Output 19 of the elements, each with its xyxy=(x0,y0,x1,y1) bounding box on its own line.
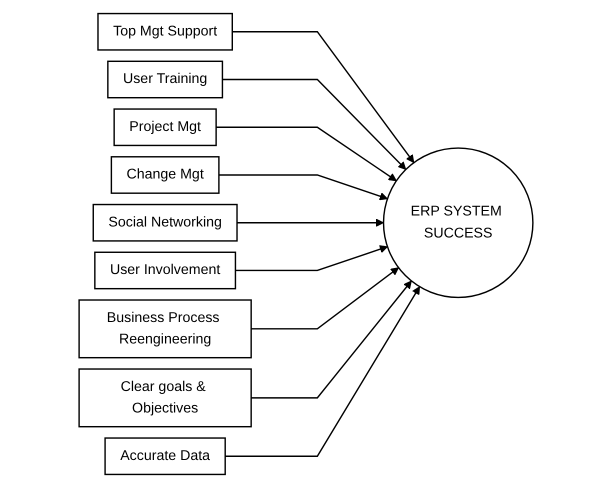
node-box: User Involvement xyxy=(94,252,236,290)
node-box: Accurate Data xyxy=(104,437,226,476)
arrow xyxy=(218,174,388,200)
arrow xyxy=(216,126,397,182)
node-box: Clear goals & Objectives xyxy=(78,368,252,428)
arrow xyxy=(222,78,406,170)
arrow xyxy=(225,286,420,457)
arrow xyxy=(251,280,412,399)
node-box: Top Mgt Support xyxy=(97,12,233,51)
node-box: Change Mgt xyxy=(110,156,220,194)
node-box: Project Mgt xyxy=(113,108,217,146)
arrow xyxy=(251,267,399,330)
arrow xyxy=(237,218,384,227)
node-box: Business Process Reengineering xyxy=(78,299,252,358)
arrow xyxy=(235,245,388,272)
arrow xyxy=(232,31,414,163)
node-circle: ERP SYSTEM SUCCESS xyxy=(382,147,534,298)
node-box: Social Networking xyxy=(92,204,238,242)
node-box: User Training xyxy=(107,60,224,98)
